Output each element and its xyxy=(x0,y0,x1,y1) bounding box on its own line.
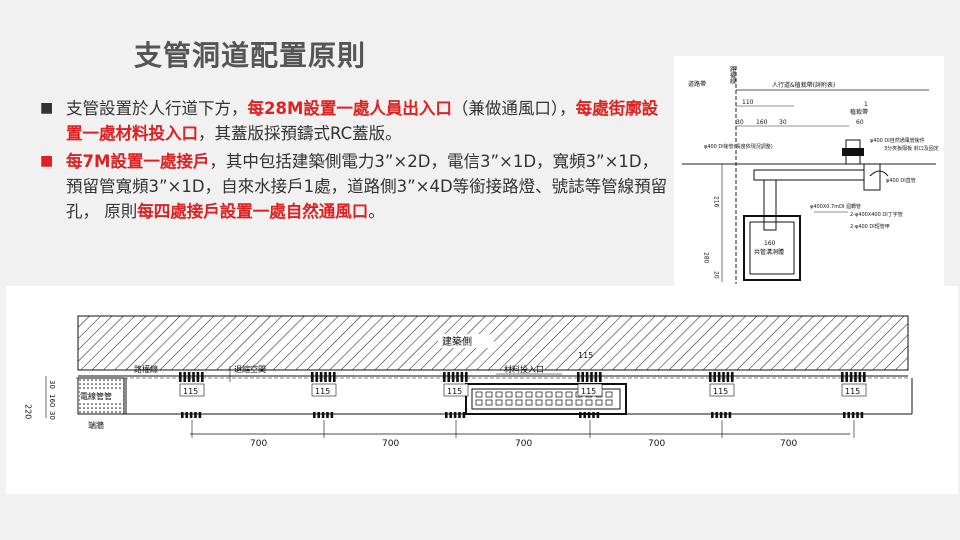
anno-1: φ400 DI自然通風管銜件 xyxy=(870,137,925,144)
plan-svg: 建築側 電線管管 路權線 退縮空間 端牆 220 30 160 30 xyxy=(24,315,913,449)
expansion-label: 退縮空間 xyxy=(234,364,266,374)
span-dimension: 700 xyxy=(648,439,665,449)
anno-2: 3分夾板隔板 封口及固定 xyxy=(884,145,939,152)
dim-280: 280 xyxy=(703,252,710,264)
body-text: 。 xyxy=(368,202,385,221)
planting-label: 植栽帶 xyxy=(850,108,868,116)
cross-section-svg: 路權線 道路帶 人行道&植栽帶(詳附表) 110 30 160 30 1 植栽帶… xyxy=(682,65,939,284)
top-dim-label: 人行道&植栽帶(詳附表) xyxy=(772,81,835,89)
body-text: ，其中包括建築側電力3”×2D，電信3”×1D，寬頻3”×1D，預留管寬頻3”×… xyxy=(66,152,668,221)
box-label: 共管溝洞體 xyxy=(754,248,784,256)
plan-drawing: 建築側 電線管管 路權線 退縮空間 端牆 220 30 160 30 xyxy=(6,286,958,494)
anno-3: φ400 DI銜管(長度依現況調整) xyxy=(704,143,773,150)
connection-group: 115 xyxy=(841,372,867,438)
dim-30b: 30 xyxy=(779,119,787,126)
box-dim: 160 xyxy=(764,240,776,247)
connection-group: 115 xyxy=(443,372,469,438)
dim-115-label: 115 xyxy=(713,387,728,396)
bullet-marker: ■ xyxy=(40,100,54,116)
connection-group: 115 xyxy=(709,372,735,438)
dim-60: 60 xyxy=(856,119,864,126)
road-band-label: 道路帶 xyxy=(688,80,706,88)
anno-4: φ400 DI直管 xyxy=(886,177,916,184)
emphasis-text: 每處街廓設置一處材料投入口 xyxy=(66,99,659,143)
dim-115-label: 115 xyxy=(447,387,462,396)
left-dim-160: 160 xyxy=(48,394,56,407)
bullet-item: ■ 每7M設置一處接戶，其中包括建築側電力3”×2D，電信3”×1D，寬頻3”×1… xyxy=(40,149,674,224)
dim-160: 160 xyxy=(756,119,768,126)
dim-115-label: 115 xyxy=(845,387,860,396)
dim-115-label: 115 xyxy=(315,387,330,396)
dim-30a: 30 xyxy=(736,119,744,126)
body-text: 支管設置於人行道下方， xyxy=(66,99,248,118)
dim-20: 20 xyxy=(713,271,720,279)
left-box-label: 電線管管 xyxy=(80,391,112,401)
anno-5: φ400X0.7mDI 迴轉管 xyxy=(810,203,861,210)
span-dimension: 700 xyxy=(382,439,399,449)
body-text: （兼做通風口）， xyxy=(451,99,576,118)
dim-115-label: 115 xyxy=(183,387,198,396)
bullet-item: ■ 支管設置於人行道下方，每28M設置一處人員出入口（兼做通風口），每處街廓設置一… xyxy=(40,96,674,146)
emphasis-text: 每28M設置一處人員出入口 xyxy=(247,99,452,118)
emphasis-text: 每四處接戶設置一處自然通風口 xyxy=(137,202,369,221)
end-wall-label: 端牆 xyxy=(88,420,104,430)
dim-1: 1 xyxy=(864,101,868,108)
bullet-marker: ■ xyxy=(40,153,54,169)
left-dim-220: 220 xyxy=(24,404,33,419)
emphasis-text: 每7M設置一處接戶 xyxy=(66,152,210,171)
dim-110: 110 xyxy=(742,99,754,106)
span-dimension: 700 xyxy=(515,439,532,449)
page-title: 支管洞道配置原則 xyxy=(134,39,367,72)
left-dim-30b: 30 xyxy=(48,411,56,420)
dim-115-label: 115 xyxy=(581,387,596,396)
material-inlet-label: 材料投入口 xyxy=(504,364,544,374)
top-dim-115: 115 xyxy=(578,351,593,360)
road-line-label: 路權線 xyxy=(729,65,736,84)
connection-group: 115 xyxy=(311,372,337,438)
left-dim-30a: 30 xyxy=(48,380,56,389)
bullet-list: ■ 支管設置於人行道下方，每28M設置一處人員出入口（兼做通風口），每處街廓設置一… xyxy=(40,96,674,224)
dim-216: 216 xyxy=(713,196,720,208)
anno-7: 2-φ400 DI短管甲 xyxy=(850,223,890,230)
connection-group: 115 xyxy=(577,372,603,438)
span-dimension: 700 xyxy=(250,439,267,449)
cross-section-drawing: 路權線 道路帶 人行道&植栽帶(詳附表) 110 30 160 30 1 植栽帶… xyxy=(674,56,944,286)
road-line-label-plan: 路權線 xyxy=(134,364,158,374)
body-text: ，其蓋版採預鑄式RC蓋版。 xyxy=(198,124,402,143)
connection-group: 115 xyxy=(179,372,205,438)
building-side-label: 建築側 xyxy=(442,335,472,348)
anno-6: 2-φ400X400 DI丁字管 xyxy=(850,211,903,218)
span-dimension: 700 xyxy=(780,439,797,449)
